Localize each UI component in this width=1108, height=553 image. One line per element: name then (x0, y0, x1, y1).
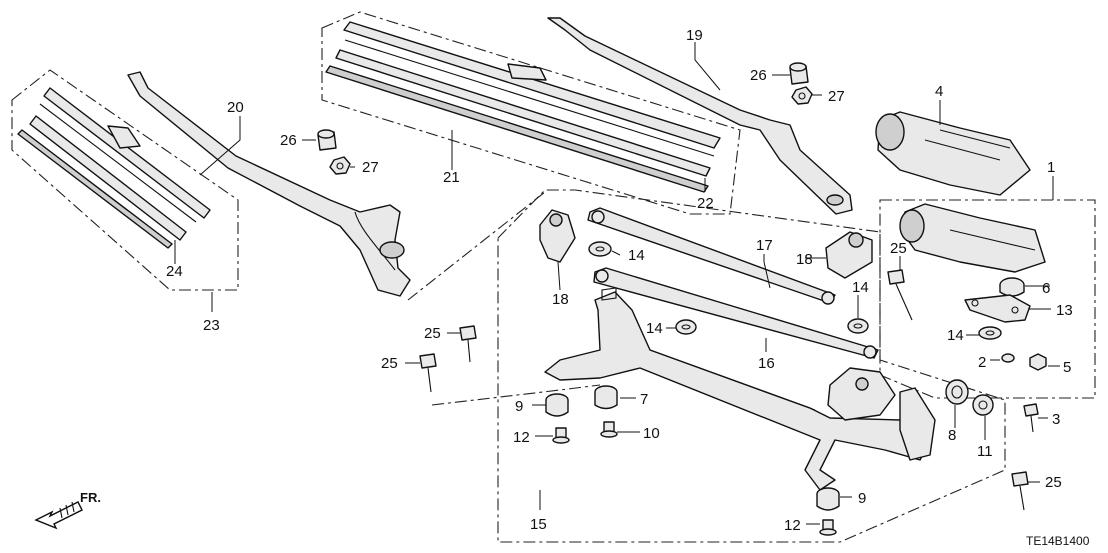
callout-11: 11 (977, 443, 993, 460)
bushing-6 (999, 277, 1025, 297)
nut-5 (1029, 353, 1047, 371)
front-direction-arrow (34, 501, 83, 530)
pivot-18-right (825, 231, 873, 279)
bolt-25-d (1011, 471, 1029, 511)
callout-4: 4 (935, 83, 943, 100)
leader-lines (174, 42, 1060, 525)
nut-27-left (329, 156, 351, 175)
callout-18: 18 (552, 291, 569, 308)
screw-3 (1023, 403, 1039, 433)
callout-16: 16 (758, 355, 775, 372)
callout-3: 3 (1052, 411, 1060, 428)
bolt-25-c (887, 269, 913, 321)
wiper-motor-1 (899, 203, 1046, 273)
callout-2: 2 (978, 354, 986, 371)
callout-26: 26 (280, 132, 297, 149)
cap-26-right (789, 62, 809, 85)
callout-23: 23 (203, 317, 220, 334)
callout-19: 19 (686, 27, 703, 44)
callout-10: 10 (643, 425, 660, 442)
callout-7: 7 (640, 391, 648, 408)
callout-1: 1 (1047, 159, 1055, 176)
callout-14: 14 (947, 327, 964, 344)
wiper-arm-19 (547, 17, 853, 215)
bracket-13 (964, 294, 1031, 323)
bolt-25-b (419, 353, 437, 393)
group-outline-25-link (431, 384, 601, 406)
callout-14: 14 (628, 247, 645, 264)
callout-13: 13 (1056, 302, 1073, 319)
callout-6: 6 (1042, 280, 1050, 297)
front-direction-label: FR. (80, 490, 101, 505)
bushing-14-c (847, 318, 869, 334)
grommet-9-b (816, 487, 840, 511)
callout-12: 12 (784, 517, 801, 534)
wiper-motor-4 (875, 111, 1031, 196)
cap-26-left (317, 129, 337, 151)
callout-20: 20 (227, 99, 244, 116)
callout-27: 27 (828, 88, 845, 105)
callout-27: 27 (362, 159, 379, 176)
callout-9: 9 (515, 398, 523, 415)
linkage-rod-16 (593, 267, 879, 359)
callout-22: 22 (697, 195, 714, 212)
wiper-arm-20 (127, 71, 411, 297)
callout-15: 15 (530, 516, 547, 533)
collar-11 (972, 394, 994, 416)
grommet-7 (594, 385, 618, 410)
callout-14: 14 (646, 320, 663, 337)
callout-26: 26 (750, 67, 767, 84)
callout-25: 25 (1045, 474, 1062, 491)
callout-25: 25 (424, 325, 441, 342)
bushing-14-b (675, 319, 697, 335)
wiper-blade-right (325, 21, 721, 193)
callout-12: 12 (513, 429, 530, 446)
washer-2 (1001, 353, 1015, 363)
bushing-14-right (978, 326, 1002, 340)
callout-25: 25 (890, 240, 907, 257)
bushing-14-a (588, 241, 612, 257)
callout-5: 5 (1063, 359, 1071, 376)
callout-9: 9 (858, 490, 866, 507)
nut-27-right (791, 86, 813, 105)
bolt-25-a (459, 325, 477, 363)
callout-14: 14 (852, 279, 869, 296)
group-outline-15 (497, 189, 1006, 543)
grommet-8 (945, 379, 969, 405)
wiper-blade-left (17, 87, 211, 249)
callout-18: 18 (796, 251, 813, 268)
collar-12-b (819, 519, 837, 536)
grommet-9-a (545, 393, 569, 417)
collar-10 (600, 421, 618, 438)
callout-21: 21 (443, 169, 460, 186)
group-outline-23 (11, 69, 239, 291)
callout-24: 24 (166, 263, 183, 280)
linkage-rod-17 (587, 207, 836, 305)
pivot-18-left (539, 209, 576, 263)
diagram-code: TE14B1400 (1026, 534, 1090, 548)
frame-tube-15 (544, 287, 936, 491)
group-outline-wiper-link (407, 191, 546, 301)
callout-25: 25 (381, 355, 398, 372)
callout-8: 8 (948, 427, 956, 444)
collar-12-a (552, 427, 570, 444)
callout-17: 17 (756, 237, 773, 254)
group-outline-1 (879, 199, 1096, 399)
group-outline-21 (321, 11, 741, 215)
